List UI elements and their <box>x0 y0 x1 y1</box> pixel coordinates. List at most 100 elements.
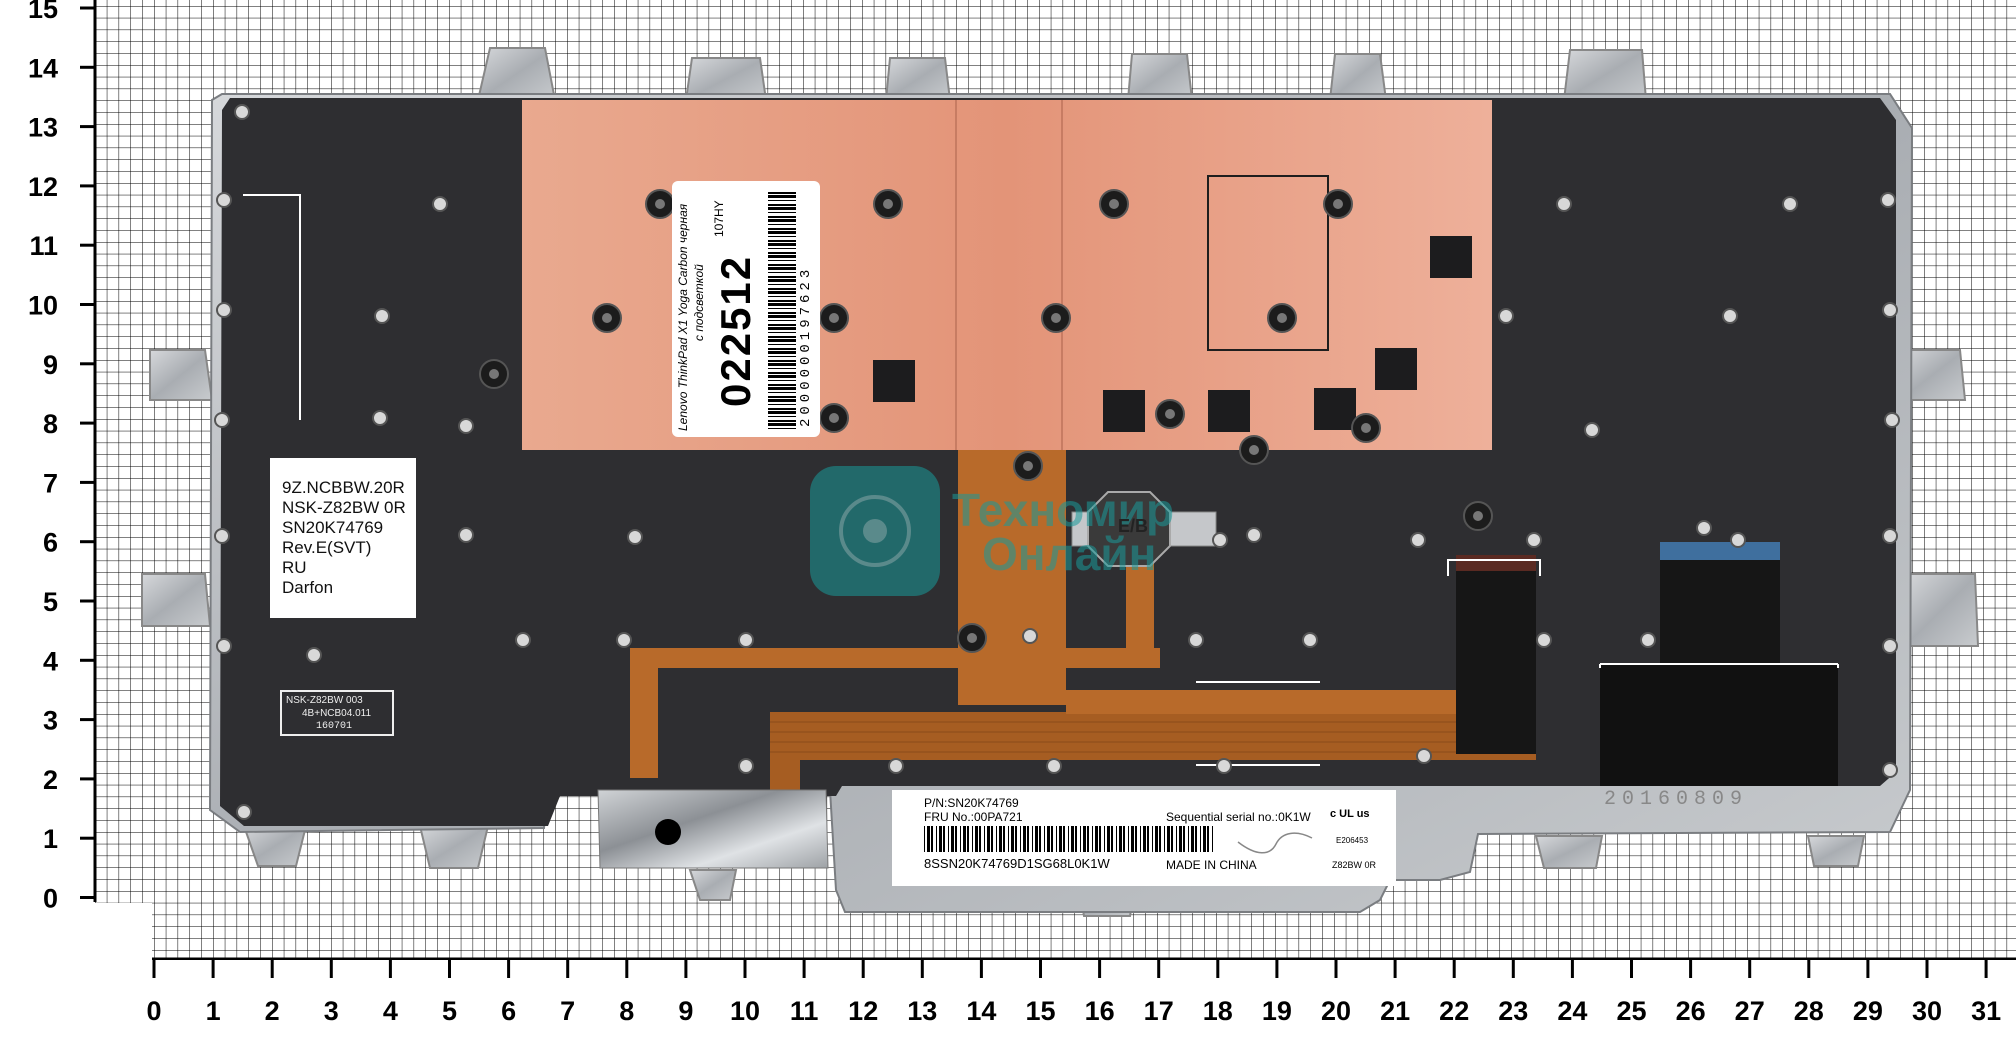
mounting-boss-center <box>829 313 839 323</box>
barcode-bar <box>939 826 942 852</box>
barcode-bar <box>1117 826 1119 852</box>
barcode-bar <box>1182 826 1183 852</box>
barcode-bar <box>1057 826 1059 852</box>
barcode-bar <box>999 826 1002 852</box>
screw-holes <box>214 104 1900 820</box>
x-tick-label: 16 <box>1085 996 1115 1026</box>
barcode-bar <box>768 213 796 216</box>
barcode-bar <box>768 278 796 279</box>
barcode-bar <box>1161 826 1164 852</box>
small-label-line2: 4B+NCB04.011 <box>302 708 372 719</box>
barcode-bar <box>768 192 796 194</box>
barcode-bar <box>1063 826 1065 852</box>
mounting-boss-center <box>1333 199 1343 209</box>
barcode-bar <box>768 308 796 309</box>
shop-sticker: Lenovo ThinkPad X1 Yoga Carbon черная с … <box>672 181 820 437</box>
barcode-bar <box>1188 826 1189 852</box>
barcode-bar <box>768 261 796 264</box>
barcode-bar <box>768 219 796 222</box>
x-tick-label: 21 <box>1380 996 1410 1026</box>
barcode-bar <box>936 826 937 852</box>
screw-hole <box>432 196 448 212</box>
barcode-bar <box>768 243 796 246</box>
barcode-bar <box>1177 826 1179 852</box>
watermark-line2: Онлайн <box>982 528 1157 580</box>
screw-hole <box>616 632 632 648</box>
barcode-bar <box>966 826 967 852</box>
barcode-bar <box>768 312 796 314</box>
barcode-bar <box>1113 826 1116 852</box>
barcode-bar <box>1194 826 1195 852</box>
barcode-bar <box>768 230 796 231</box>
shop-desc-line2: с подсветкой <box>692 264 706 341</box>
mounting-boss-center <box>1277 313 1287 323</box>
barcode-bar <box>1143 826 1146 852</box>
barcode-bar <box>1062 826 1063 852</box>
barcode-bar <box>1213 826 1214 852</box>
barcode-bar <box>768 210 796 212</box>
barcode-bar <box>1053 826 1056 852</box>
screw-hole <box>234 104 250 120</box>
barcode-bar <box>1201 826 1203 852</box>
x-tick-label: 23 <box>1498 996 1528 1026</box>
barcode-bar <box>768 344 796 345</box>
barcode-bar <box>768 336 796 338</box>
mounting-boss-center <box>1249 445 1259 455</box>
screw-hole <box>1556 196 1572 212</box>
barcode-bar <box>768 282 796 284</box>
x-tick-label: 13 <box>907 996 937 1026</box>
barcode-bar <box>768 351 796 354</box>
connector-block <box>1071 491 1217 567</box>
barcode-bar <box>1152 826 1153 852</box>
barcode-bar <box>1081 826 1083 852</box>
screw-hole <box>1640 632 1656 648</box>
screw-hole <box>1722 308 1738 324</box>
small-label-line3: 160701 <box>316 721 353 732</box>
barcode-bar <box>957 826 960 852</box>
barcode-bar <box>1056 826 1057 852</box>
barcode-bar <box>768 258 796 260</box>
barcode-bar <box>768 426 796 428</box>
barcode-bar <box>943 826 945 852</box>
barcode-bar <box>978 826 979 852</box>
x-tick-label: 3 <box>324 996 339 1026</box>
barcode-bar <box>768 342 796 344</box>
barcode-bar <box>768 194 796 195</box>
screw-hole <box>374 308 390 324</box>
barcode-bar <box>768 206 796 207</box>
screw-hole <box>216 302 232 318</box>
barcode-bar <box>949 826 951 852</box>
barcode-bar <box>1051 826 1053 852</box>
barcode-bar <box>1074 826 1075 852</box>
barcode-bar <box>768 200 796 201</box>
ribbon-left <box>1456 566 1536 754</box>
barcode-bar <box>768 207 796 210</box>
small-label: NSK-Z82BW 003 4B+NCB04.011 160701 <box>280 690 394 736</box>
barcode-bar <box>1035 826 1038 852</box>
cert-code: E206453 <box>1336 836 1369 845</box>
barcode-bar <box>768 381 796 384</box>
y-tick-label: 2 <box>43 765 58 795</box>
barcode-bar <box>1038 826 1039 852</box>
barcode-bar <box>996 826 997 852</box>
screw-hole <box>1188 632 1204 648</box>
screw-hole <box>1884 412 1900 428</box>
barcode-bar <box>1119 826 1122 852</box>
barcode-bar <box>1023 826 1026 852</box>
barcode-bar <box>768 378 796 380</box>
y-tick-label: 0 <box>43 884 58 914</box>
barcode-bar <box>1116 826 1117 852</box>
barcode-bar <box>942 826 943 852</box>
y-tick-label: 7 <box>43 468 58 498</box>
y-tick-label: 3 <box>43 706 58 736</box>
barcode-bar <box>1050 826 1051 852</box>
barcode-bar <box>768 237 796 240</box>
barcode-bar <box>768 318 796 320</box>
x-tick-label: 31 <box>1971 996 2001 1026</box>
barcode-bar <box>1029 826 1032 852</box>
barcode-bar <box>768 339 796 342</box>
mounting-boss-center <box>655 199 665 209</box>
barcode-bar <box>955 826 957 852</box>
barcode-bar <box>1087 826 1089 852</box>
barcode-bar <box>1212 826 1213 852</box>
